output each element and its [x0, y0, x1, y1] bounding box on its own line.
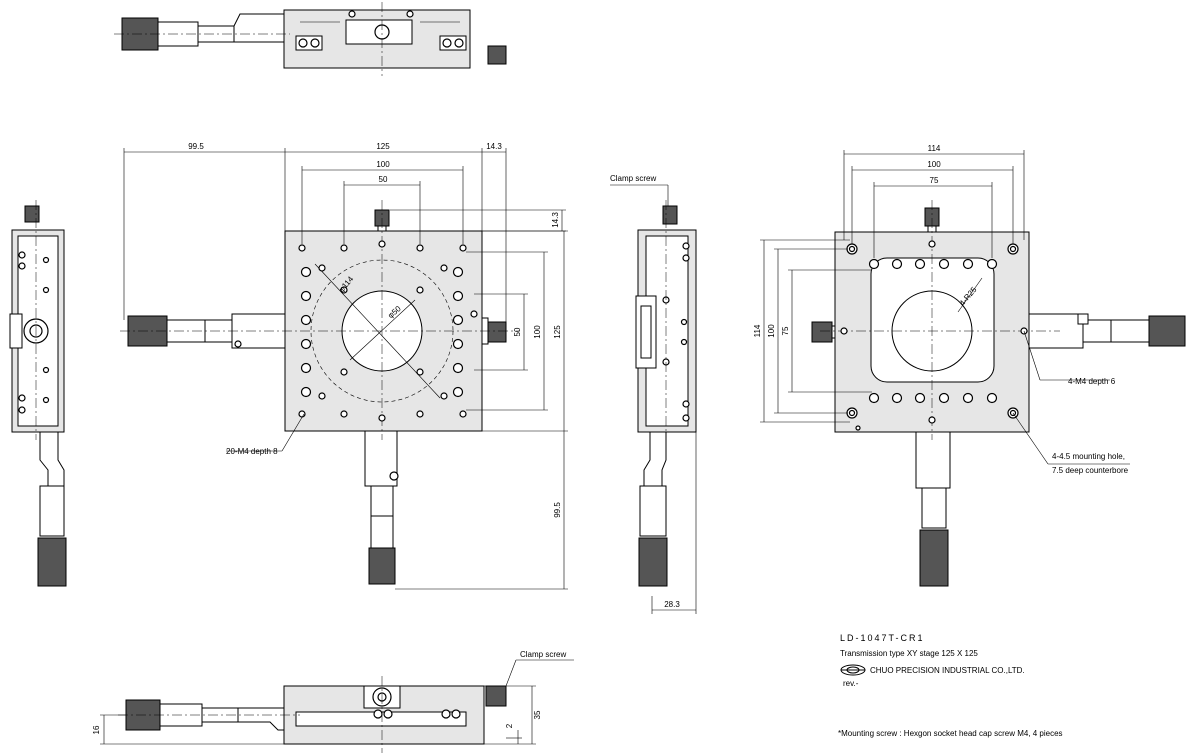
dim-underside-pitch-100: 100: [927, 160, 941, 169]
dim-underside-width: 114: [928, 144, 941, 153]
revision: rev.-: [843, 679, 859, 688]
label-clamp-screw-side: Clamp screw: [610, 174, 656, 183]
dim-pitch-100: 100: [376, 160, 390, 169]
plan-holes: [298, 240, 478, 422]
dim-height-16: 16: [92, 725, 101, 734]
bottom-elevation-view: [100, 659, 574, 753]
dim-left-offset: 99.5: [188, 142, 204, 151]
dim-vert-50: 50: [513, 327, 522, 336]
dim-side-depth: 28.3: [664, 600, 680, 609]
dim-vert-125: 125: [553, 325, 562, 339]
dim-stage-width: 125: [376, 142, 390, 151]
dim-height-35: 35: [533, 710, 542, 719]
title-block: LD-1047T-CR1 Transmission type XY stage …: [838, 633, 1063, 738]
underside-view: [760, 150, 1186, 587]
dim-underside-vert-75: 75: [781, 326, 790, 335]
right-side-view: [610, 184, 697, 614]
annotation-labels: 20-M4 depth 8 Clamp screw Clamp screw 4-…: [226, 174, 1129, 659]
underside-holes: [840, 240, 1028, 431]
dim-vert-100: 100: [533, 325, 542, 339]
label-tapped-holes: 20-M4 depth 8: [226, 447, 278, 456]
dim-underside-pitch-75: 75: [930, 176, 939, 185]
label-mounting-hole: 4-4.5 mounting hole,: [1052, 452, 1125, 461]
company-logo-icon: [840, 664, 866, 676]
dim-top-offset: 14.3: [551, 212, 560, 228]
product-description: Transmission type XY stage 125 X 125: [840, 649, 978, 658]
underside-dimensions: [760, 150, 1130, 465]
dim-right-offset: 14.3: [486, 142, 502, 151]
mounting-screw-note: *Mounting screw : Hexgon socket head cap…: [838, 729, 1063, 738]
left-side-view: [9, 200, 67, 587]
dim-underside-vert-114: 114: [753, 324, 762, 337]
dim-bottom-offset: 99.5: [553, 502, 562, 518]
company-name: CHUO PRECISION INDUSTRIAL CO.,LTD.: [870, 666, 1025, 675]
label-clamp-screw-bottom: Clamp screw: [520, 650, 566, 659]
plan-view: [120, 148, 568, 590]
top-elevation-view: [114, 2, 507, 76]
dim-height-2: 2: [505, 723, 514, 728]
model-number: LD-1047T-CR1: [840, 633, 925, 643]
label-m4-depth: 4-M4 depth 6: [1068, 377, 1116, 386]
dim-underside-vert-100: 100: [767, 324, 776, 338]
dim-pitch-50: 50: [379, 175, 388, 184]
label-counterbore: 7.5 deep counterbore: [1052, 466, 1129, 475]
plan-dimensions: [123, 148, 568, 590]
